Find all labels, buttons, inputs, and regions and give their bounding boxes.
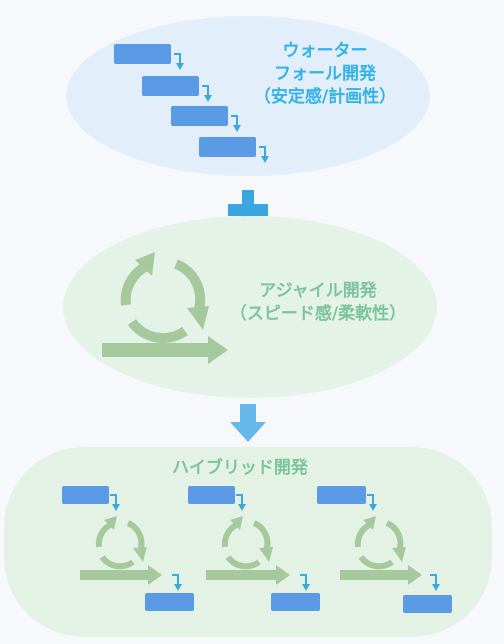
waterfall-subtitle: （安定感/計画性） [253, 87, 397, 107]
hybrid-unit [62, 486, 194, 611]
agile-subtitle: （スピード感/柔軟性） [229, 304, 407, 324]
hybrid-unit [188, 486, 320, 611]
waterfall-task [171, 106, 228, 126]
agile-title: アジャイル開発 [259, 281, 377, 301]
agile-label: アジャイル開発 （スピード感/柔軟性） [218, 280, 418, 326]
hybrid-unit [317, 486, 452, 613]
agile-cycle-icon [102, 252, 228, 364]
hybrid-title: ハイブリッド開発 [172, 458, 308, 478]
waterfall-task [142, 76, 199, 96]
waterfall-title-line1: ウォーター [282, 41, 368, 61]
waterfall-label: ウォーター フォール開発 （安定感/計画性） [250, 40, 400, 109]
waterfall-task [114, 44, 171, 64]
down-arrow-icon [230, 404, 266, 442]
waterfall-title-line2: フォール開発 [274, 64, 376, 84]
waterfall-task [199, 137, 256, 157]
waterfall-steps [114, 44, 270, 164]
